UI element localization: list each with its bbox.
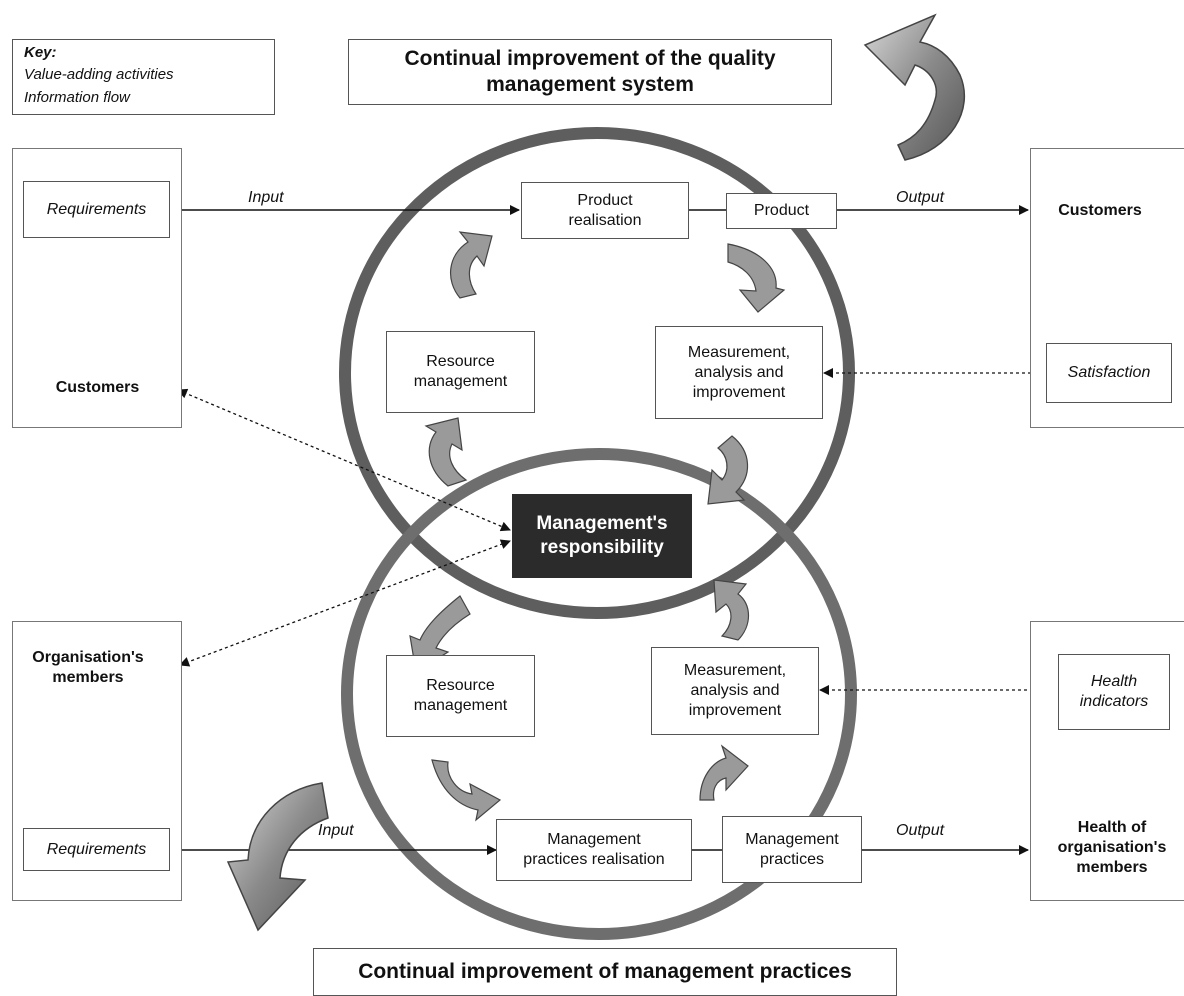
input-label-bottom: Input [318,822,354,839]
cycle-arrow-up-bottom-right-icon [699,744,749,801]
managements-responsibility-box: Management's responsibility [512,494,692,578]
management-practices-box: Management practices [722,816,862,883]
top-improvement-arrow-icon [863,13,966,161]
requirements-top: Requirements [23,181,170,238]
practices-realisation-box: Management practices realisation [496,819,692,881]
output-label-top: Output [896,189,945,206]
info-flow-customers [177,388,511,532]
output-label-bottom: Output [896,822,945,839]
cycle-arrow-icons [409,231,786,822]
customers-right-label: Customers [1058,202,1142,219]
info-flow-members [179,539,511,667]
health-indicators-box: Health indicators [1058,654,1170,730]
customers-left-label: Customers [55,379,140,396]
cycle-arrow-down-right-mid-icon [707,435,749,505]
bottom-improvement-arrow-icon [226,782,329,932]
legend-key [12,39,275,115]
organisations-members-label: Organisation's members [32,649,144,686]
health-of-members-label: Health of organisation's members [1057,819,1167,876]
key-title: Key: [24,44,57,61]
cycle-arrow-up-right-lower-icon [713,579,750,641]
satisfaction-box: Satisfaction [1046,343,1172,403]
measurement-upper-box: Measurement, analysis and improvement [655,326,823,419]
requirements-bottom: Requirements [23,828,170,871]
management-practices-title: Continual improvement of management prac… [313,948,897,996]
key-value-adding-label: Value-adding activities [24,66,174,83]
key-information-flow-label: Information flow [24,89,130,106]
input-label-top: Input [248,189,284,206]
resource-management-lower-box: Resource management [386,655,535,737]
resource-management-upper-box: Resource management [386,331,535,413]
cycle-arrow-down-right-bottom-icon [431,759,502,822]
measurement-lower-box: Measurement, analysis and improvement [651,647,819,735]
product-box: Product [726,193,837,229]
cycle-arrow-down-right-icon [727,243,786,313]
cycle-arrow-up-left-icon [449,231,493,299]
product-realisation-box: Product realisation [521,182,689,239]
cycle-arrow-up-left-lower-icon [424,417,468,487]
quality-system-title: Continual improvement of the quality man… [348,39,832,105]
